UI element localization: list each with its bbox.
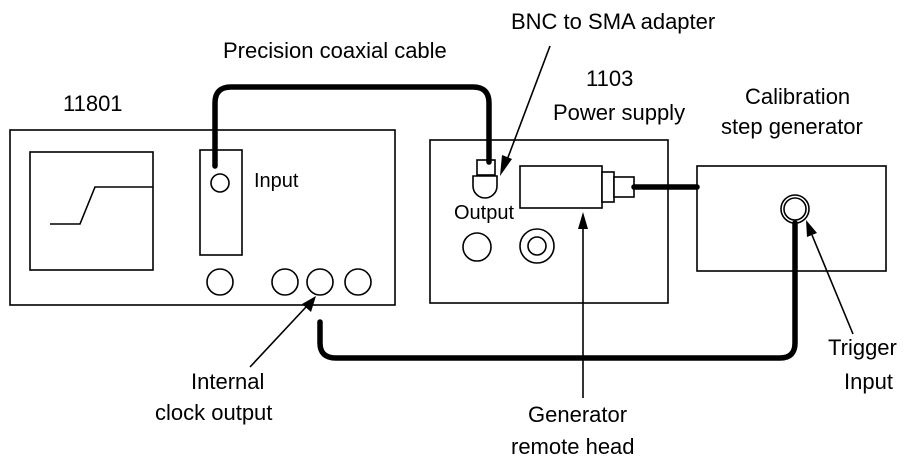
oscilloscope-knob-2: [271, 268, 299, 296]
generator-label-line2: remote head: [511, 434, 635, 459]
oscilloscope-label: 11801: [63, 91, 123, 116]
remote-head-collar: [601, 171, 615, 203]
trigger-cable: [317, 220, 798, 361]
adapter-arrow: [500, 45, 551, 176]
trigger-label-line2: Input: [844, 369, 893, 394]
power-supply-model-label: 1103: [586, 66, 633, 91]
output-label: Output: [454, 202, 514, 224]
internal-label-line2: clock output: [155, 400, 272, 425]
generator-head-arrow: [578, 212, 588, 398]
calibration-step-generator: [696, 165, 887, 272]
calibration-label-line2: step generator: [721, 114, 863, 139]
input-panel: [199, 149, 243, 256]
trigger-input-arrow: [806, 220, 854, 335]
generator-label-line1: Generator: [528, 402, 627, 427]
bnc-adapter-nose: [472, 175, 498, 199]
internal-label-line1: Internal: [191, 369, 264, 394]
power-supply-name-label: Power supply: [553, 100, 685, 125]
generator-remote-head: [519, 165, 635, 209]
power-supply-connector-outer: [519, 228, 555, 264]
oscilloscope-knob-4: [344, 268, 372, 296]
remote-head-body: [519, 165, 603, 209]
oscilloscope-11801: [9, 129, 396, 306]
power-supply-knob: [462, 232, 492, 262]
calibration-label-line1: Calibration: [745, 84, 850, 109]
remote-head-tip: [613, 176, 635, 198]
cable-label: Precision coaxial cable: [223, 38, 447, 63]
internal-clock-arrow: [249, 296, 316, 368]
precision-coaxial-cable: [212, 84, 492, 169]
input-connector: [210, 173, 230, 193]
internal-clock-connector: [306, 268, 334, 296]
power-supply-connector-inner: [527, 236, 547, 256]
adapter-label: BNC to SMA adapter: [511, 9, 715, 34]
trigger-label-line1: Trigger: [828, 335, 897, 360]
oscilloscope-knob-1: [206, 268, 234, 296]
trigger-input-connector-inner: [783, 197, 807, 221]
oscilloscope-screen: [29, 151, 154, 271]
step-waveform: [50, 186, 153, 225]
bnc-adapter-body: [476, 159, 496, 176]
input-label: Input: [254, 170, 299, 192]
calibration-generator-body: [696, 165, 887, 272]
